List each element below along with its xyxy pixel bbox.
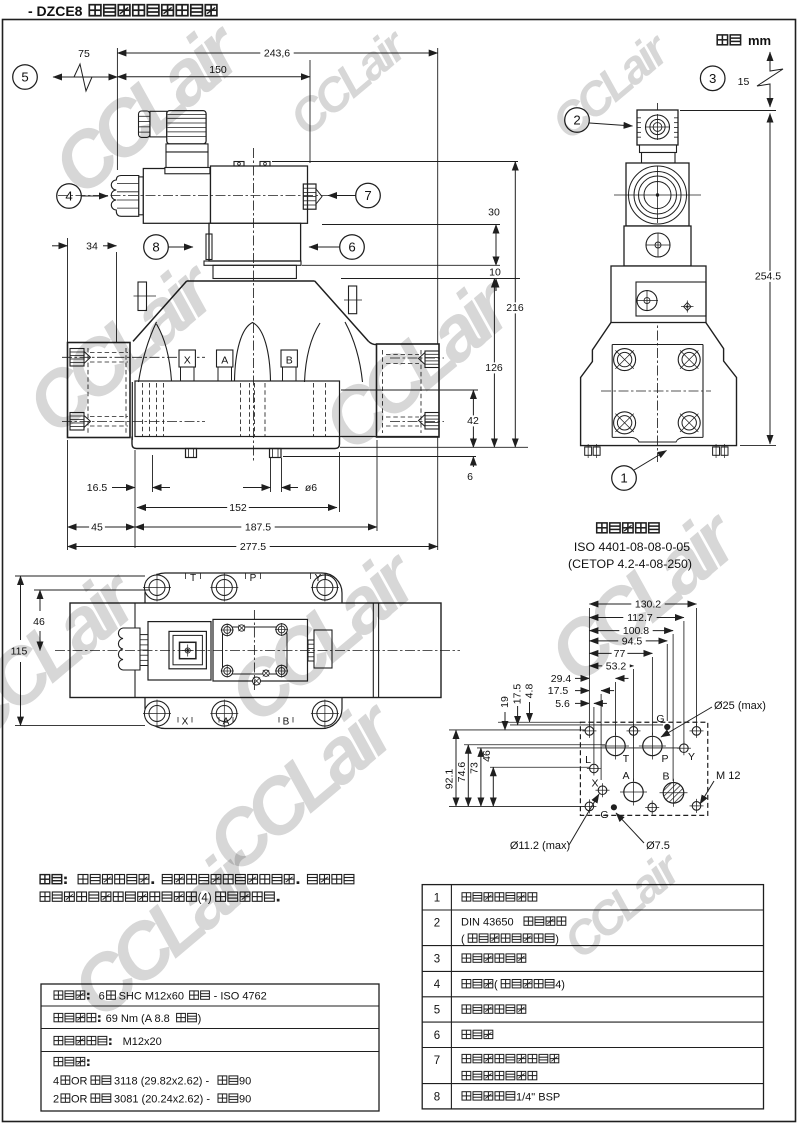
svg-text:10: 10 xyxy=(489,267,501,279)
svg-text:115: 115 xyxy=(11,646,28,658)
svg-text:17.5: 17.5 xyxy=(511,684,523,705)
svg-text:90: 90 xyxy=(239,1094,251,1106)
svg-text:17.5: 17.5 xyxy=(548,685,569,697)
svg-text:mm: mm xyxy=(748,33,771,48)
svg-text:29.4: 29.4 xyxy=(551,673,572,685)
svg-text:243,6: 243,6 xyxy=(264,48,290,60)
svg-text:46: 46 xyxy=(33,616,45,628)
svg-text:B: B xyxy=(662,771,669,783)
svg-text:4: 4 xyxy=(53,1076,59,1088)
svg-text:8: 8 xyxy=(152,240,159,255)
svg-text:3081 (20.24x2.62) -: 3081 (20.24x2.62) - xyxy=(114,1094,210,1106)
svg-text:75: 75 xyxy=(78,48,90,60)
svg-text:Ø25 (max): Ø25 (max) xyxy=(714,700,766,712)
svg-text:6: 6 xyxy=(348,240,355,255)
svg-text:OR: OR xyxy=(71,1094,88,1106)
svg-text:ISO 4401-08-08-0-05: ISO 4401-08-08-0-05 xyxy=(574,540,690,554)
svg-text:130.2: 130.2 xyxy=(635,599,661,611)
svg-text:(CETOP 4.2-4-08-250): (CETOP 4.2-4-08-250) xyxy=(568,557,692,571)
svg-text:1: 1 xyxy=(434,892,440,904)
svg-text:46: 46 xyxy=(481,750,493,762)
svg-text:216: 216 xyxy=(506,302,524,314)
svg-text:Ø11.2 (max): Ø11.2 (max) xyxy=(510,840,570,852)
svg-text:G: G xyxy=(656,713,664,725)
svg-text:1: 1 xyxy=(620,471,627,486)
svg-text:(: ( xyxy=(494,979,498,991)
svg-text:42: 42 xyxy=(467,415,479,427)
svg-text:1/4" BSP: 1/4" BSP xyxy=(516,1091,560,1103)
svg-text:B: B xyxy=(286,355,293,367)
svg-text:A: A xyxy=(223,717,230,728)
svg-text:Y: Y xyxy=(688,751,695,763)
svg-text:6: 6 xyxy=(99,991,105,1003)
svg-text:8: 8 xyxy=(434,1091,440,1103)
svg-text:7: 7 xyxy=(434,1055,440,1067)
svg-text:34: 34 xyxy=(86,241,98,253)
svg-text:Ø7.5: Ø7.5 xyxy=(646,840,670,852)
svg-text:112.7: 112.7 xyxy=(627,612,653,624)
svg-text:4: 4 xyxy=(65,189,72,204)
svg-text:2: 2 xyxy=(573,113,580,128)
svg-text:- DZCE8: - DZCE8 xyxy=(28,3,83,19)
svg-text:94.5: 94.5 xyxy=(622,635,643,647)
svg-text:G: G xyxy=(600,809,608,821)
svg-text:6: 6 xyxy=(434,1030,440,1042)
svg-text:277.5: 277.5 xyxy=(240,541,266,553)
svg-text:90: 90 xyxy=(239,1076,251,1088)
svg-text:152: 152 xyxy=(229,502,247,514)
svg-text:B: B xyxy=(283,717,290,728)
svg-text:6: 6 xyxy=(467,471,473,483)
svg-text:126: 126 xyxy=(485,362,503,374)
svg-text:77: 77 xyxy=(614,648,626,660)
svg-text:187.5: 187.5 xyxy=(245,522,271,534)
svg-text:4: 4 xyxy=(434,979,441,991)
svg-text:X: X xyxy=(182,717,189,728)
svg-text:30: 30 xyxy=(488,207,500,219)
svg-text:45: 45 xyxy=(91,522,103,534)
svg-text:DIN 43650: DIN 43650 xyxy=(461,917,514,929)
svg-text:100.8: 100.8 xyxy=(623,625,649,637)
svg-text:(4): (4) xyxy=(198,893,212,905)
svg-text:74.6: 74.6 xyxy=(456,762,468,783)
svg-text:Y: Y xyxy=(315,573,322,584)
svg-text:7: 7 xyxy=(364,188,371,203)
svg-text:73: 73 xyxy=(468,762,480,774)
svg-text:): ) xyxy=(555,934,559,946)
svg-text:2: 2 xyxy=(53,1094,59,1106)
svg-text:2: 2 xyxy=(434,918,440,930)
svg-text:16.5: 16.5 xyxy=(87,482,108,494)
svg-text:P: P xyxy=(661,753,668,765)
svg-text:ø6: ø6 xyxy=(305,482,317,494)
svg-text:3118 (29.82x2.62) -: 3118 (29.82x2.62) - xyxy=(114,1076,210,1088)
svg-text:69 Nm (A 8.8: 69 Nm (A 8.8 xyxy=(106,1013,170,1025)
svg-text:): ) xyxy=(198,1013,202,1025)
svg-text:A: A xyxy=(221,355,228,367)
svg-text:X: X xyxy=(591,778,598,790)
svg-text:X: X xyxy=(184,355,191,367)
svg-text:150: 150 xyxy=(209,64,227,76)
svg-text:4.8: 4.8 xyxy=(523,684,535,699)
svg-text:4): 4) xyxy=(555,979,565,991)
svg-text:53.2: 53.2 xyxy=(606,660,627,672)
svg-text:3: 3 xyxy=(434,954,440,966)
svg-text:L: L xyxy=(585,754,591,766)
svg-text:15: 15 xyxy=(738,76,750,88)
svg-text:5: 5 xyxy=(21,70,28,85)
svg-text:- ISO 4762: - ISO 4762 xyxy=(214,991,267,1003)
svg-text:T: T xyxy=(623,753,630,765)
svg-text:92.1: 92.1 xyxy=(444,769,456,790)
svg-text:3: 3 xyxy=(709,71,716,86)
svg-text:SHC M12x60: SHC M12x60 xyxy=(119,991,184,1003)
svg-text:5: 5 xyxy=(434,1004,440,1016)
svg-text:(: ( xyxy=(461,934,465,946)
svg-text:M12x20: M12x20 xyxy=(123,1036,162,1048)
svg-text:T: T xyxy=(190,573,196,584)
svg-text:M 12: M 12 xyxy=(716,770,740,782)
svg-text:OR: OR xyxy=(71,1076,88,1088)
svg-text:254.5: 254.5 xyxy=(755,271,781,283)
svg-text:A: A xyxy=(622,770,629,782)
svg-text:5.6: 5.6 xyxy=(555,698,570,710)
svg-text:P: P xyxy=(250,573,257,584)
svg-text:19: 19 xyxy=(499,696,511,708)
